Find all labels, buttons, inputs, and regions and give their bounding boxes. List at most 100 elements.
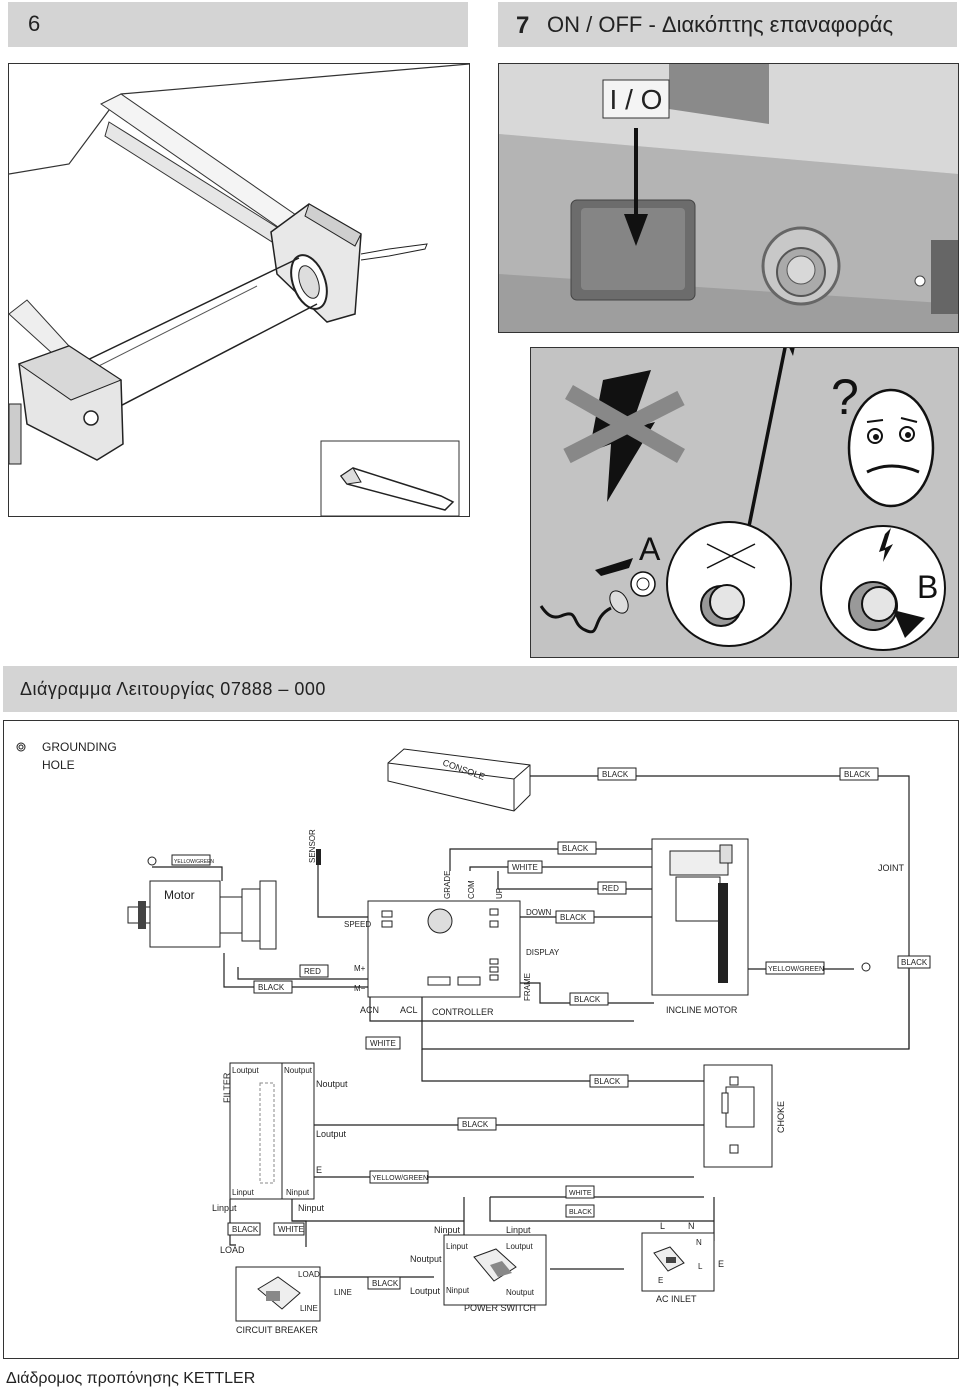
grounding-hole-label-2: HOLE [42, 758, 75, 772]
reset-button [761, 226, 841, 306]
ps-ninput-top: Ninput [434, 1225, 461, 1235]
cb-line-label: LINE [300, 1304, 318, 1313]
switch-photo: I / O [498, 63, 959, 333]
left-header-bar [8, 2, 468, 47]
ac-inlet-label: AC INLET [656, 1294, 697, 1304]
linput-label: Linput [212, 1203, 237, 1213]
sensor-component [316, 849, 321, 865]
load-label: LOAD [220, 1245, 245, 1255]
ps-ninput: Ninput [446, 1286, 470, 1295]
filter-label: FILTER [222, 1072, 232, 1103]
acn-label: ACN [360, 1005, 379, 1015]
ac-inlet-component [641, 1232, 715, 1292]
wire-tag-red-1: RED [602, 884, 619, 893]
cb-load-label: LOAD [298, 1270, 320, 1279]
grounding-hole-icon [16, 742, 26, 752]
label-a: A [639, 531, 661, 567]
wires [152, 775, 910, 1282]
choke-label: CHOKE [776, 1101, 786, 1133]
ac-inlet-e-outer: E [718, 1259, 724, 1269]
loutput-label: Loutput [316, 1129, 347, 1139]
wire-tag-black-2: BLACK [844, 770, 871, 779]
wire-tag-black-3: BLACK [562, 844, 589, 853]
wire-tag-black-8: BLACK [594, 1077, 621, 1086]
e-label: E [316, 1165, 322, 1175]
wire-tag-white-4: WHITE [278, 1225, 304, 1234]
treadmill-rear-illustration [9, 64, 469, 516]
grounding-hole-label-1: GROUNDING [42, 740, 117, 754]
ac-inlet-e: E [658, 1276, 663, 1285]
filter-linput: Linput [232, 1188, 255, 1197]
joint-label: JOINT [878, 863, 905, 873]
noutput-label: Noutput [316, 1079, 348, 1089]
wire-tag-white-1: WHITE [512, 863, 538, 872]
ps-loutput-left: Loutput [410, 1286, 441, 1296]
wire-tag-black-6: BLACK [258, 983, 285, 992]
button-popped-circle [820, 525, 946, 651]
cross-out-icon [563, 385, 685, 464]
ac-inlet-n-top: N [688, 1221, 695, 1231]
page-number: 6 [28, 11, 41, 36]
roller-adjustment-figure [8, 63, 470, 517]
ac-inlet-l: L [698, 1262, 703, 1271]
right-header-bar [498, 2, 957, 47]
wire-tag-black-11: BLACK [232, 1225, 259, 1234]
filter-ninput: Ninput [286, 1188, 310, 1197]
wire-tag-black-12: BLACK [372, 1279, 399, 1288]
incline-motor-label: INCLINE MOTOR [666, 1005, 738, 1015]
confused-face-icon [847, 388, 935, 508]
ground-ring-icon [861, 962, 871, 972]
hex-key-icon [339, 467, 455, 511]
rocker-switch [570, 199, 696, 301]
frame-label: FRAME [523, 973, 532, 1001]
grade-label: GRADE [443, 871, 452, 899]
line-label: LINE [334, 1288, 352, 1297]
wire-tag-white-3: WHITE [569, 1190, 592, 1197]
m-minus-label: M− [354, 984, 366, 993]
wiring-diagram: GROUNDING HOLE CONSOLE BLACK BLACK BLACK… [3, 720, 959, 1359]
motor-label: Motor [164, 888, 195, 902]
wire-tag-red-2: RED [304, 967, 321, 976]
power-switch-component [443, 1234, 547, 1306]
ac-inlet-l-top: L [660, 1221, 665, 1231]
wire-tag-black-9: BLACK [462, 1120, 489, 1129]
wire-tag-black-7: BLACK [901, 958, 928, 967]
controller-board [367, 900, 521, 998]
wire-tag-yellow-green-1: YELLOW/GREEN [768, 966, 824, 973]
wire-tag-yellow-green-2: YELLOW/GREEN [372, 1175, 428, 1182]
acl-label: ACL [400, 1005, 418, 1015]
filter-loutput: Loutput [232, 1066, 259, 1075]
section-bar [3, 666, 957, 712]
controller-label: CONTROLLER [432, 1007, 494, 1017]
warning-figure: ? A B [530, 347, 959, 658]
ps-linput: Linput [446, 1242, 469, 1251]
step-title: ON / OFF - Διακόπτης επαναφοράς [547, 12, 894, 37]
plug-icon [539, 558, 656, 634]
choke-component [703, 1064, 773, 1168]
arrow-down-icon [624, 128, 648, 246]
wiring-section-title: Διάγραμμα Λειτουργίας 07888 – 000 [20, 679, 326, 699]
ac-inlet-n: N [696, 1238, 702, 1247]
ninput-label: Ninput [298, 1203, 325, 1213]
wiring-diagram-svg: GROUNDING HOLE CONSOLE BLACK BLACK BLACK… [16, 740, 931, 1335]
up-label: UP [495, 888, 504, 899]
down-label: DOWN [526, 908, 552, 917]
filter-component [229, 1062, 315, 1200]
power-switch-label: POWER SWITCH [464, 1303, 536, 1313]
label-b: B [917, 569, 938, 605]
wire-tag-yellow-green-motor: YELLOW/GREEN [174, 859, 214, 865]
wire-tag-black-4: BLACK [560, 913, 587, 922]
sensor-label: SENSOR [308, 829, 317, 863]
circuit-breaker-label: CIRCUIT BREAKER [236, 1325, 318, 1335]
ps-noutput-left: Noutput [410, 1254, 442, 1264]
circuit-breaker-component [235, 1266, 321, 1322]
switch-label: I / O [610, 84, 663, 115]
com-label: COM [467, 880, 476, 899]
wire-tag-black-5: BLACK [574, 995, 601, 1004]
button-pressed-circle [666, 521, 792, 647]
console-box [387, 748, 531, 812]
ps-noutput: Noutput [506, 1288, 535, 1297]
m-plus-label: M+ [354, 964, 366, 973]
display-label: DISPLAY [526, 948, 560, 957]
wire-tag-white-2: WHITE [370, 1039, 396, 1048]
